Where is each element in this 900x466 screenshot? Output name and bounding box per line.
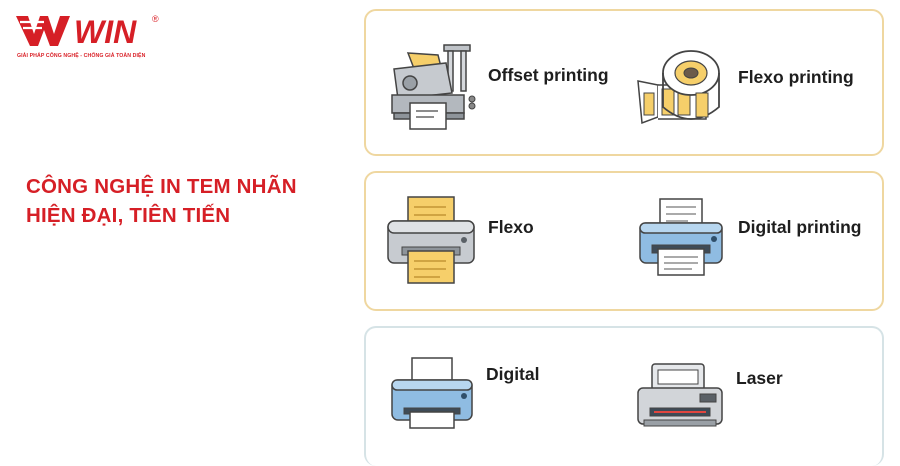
headline-line-1: CÔNG NGHỆ IN TEM NHÃN	[26, 175, 297, 198]
blue-printer-icon	[639, 198, 723, 276]
item-label: Flexo printing	[738, 67, 854, 87]
item-label: Offset printing	[488, 65, 609, 85]
brand-name: WIN	[74, 14, 137, 50]
offset-press-icon	[391, 44, 476, 130]
page-headline: CÔNG NGHỆ IN TEM NHÃN HIỆN ĐẠI, TIÊN TIẾ…	[26, 172, 297, 230]
win-logo-icon: WIN	[16, 14, 137, 50]
label-roll-icon	[637, 50, 720, 125]
item-label: Digital printing	[738, 217, 862, 237]
item-label: Digital	[486, 364, 540, 384]
printing-card-3: Digital Laser	[364, 326, 884, 466]
printing-card-2: Flexo Digital printing	[364, 171, 884, 311]
gray-printer-icon	[387, 196, 475, 284]
item-label: Laser	[736, 368, 783, 388]
headline-line-2: HIỆN ĐẠI, TIÊN TIẾN	[26, 204, 231, 227]
item-label: Flexo	[488, 217, 534, 237]
brand-tagline: GIẢI PHÁP CÔNG NGHỆ - CHỐNG GIẢ TOÀN DIỆ…	[17, 53, 146, 59]
brand-logo: WIN ® GIẢI PHÁP CÔNG NGHỆ - CHỐNG GIẢ TO…	[14, 10, 164, 70]
laser-printer-icon	[637, 363, 723, 427]
printing-card-1: Offset printing Flexo printing	[364, 9, 884, 156]
registered-mark: ®	[152, 14, 159, 24]
blue-printer-icon	[391, 357, 473, 429]
